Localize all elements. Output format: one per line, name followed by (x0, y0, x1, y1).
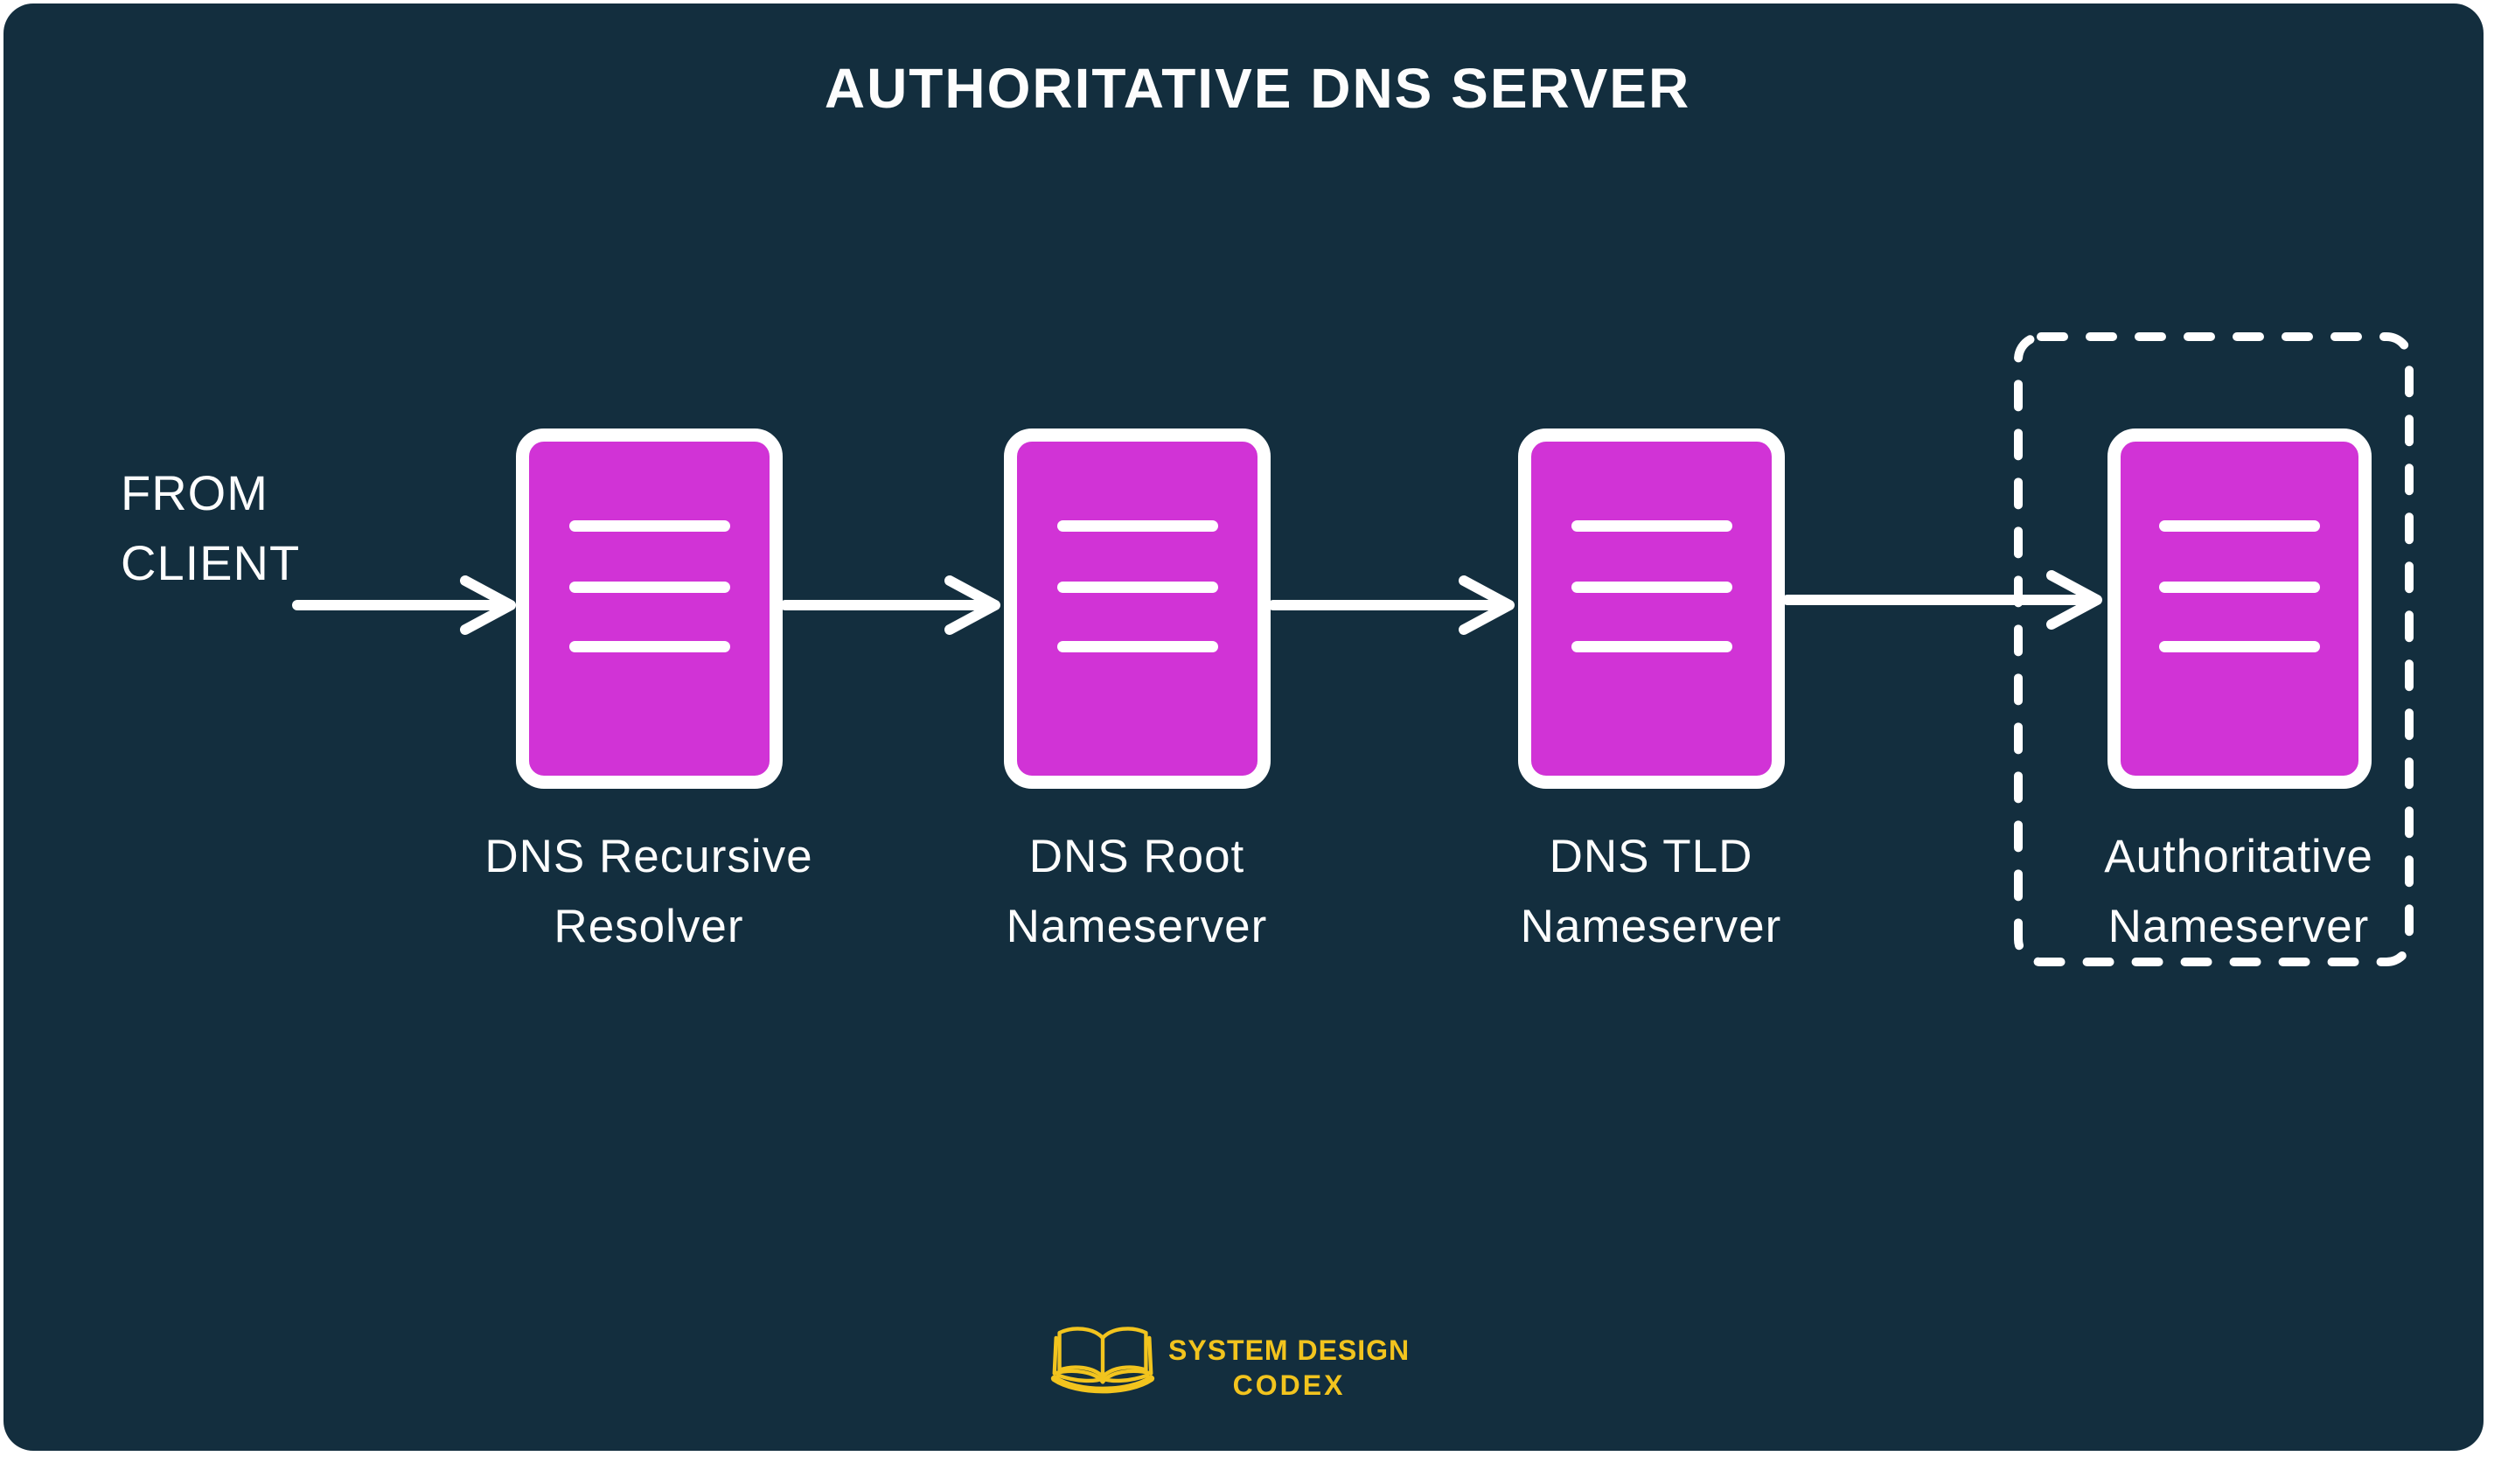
label-authoritative-nameserver: Authoritative Nameserver (2011, 822, 2466, 962)
diagram-title: AUTHORITATIVE DNS SERVER (824, 57, 1691, 120)
server-line-icon (2159, 582, 2320, 593)
label-line: Authoritative (2104, 831, 2373, 882)
server-line-icon (2159, 641, 2320, 652)
server-line-icon (1056, 520, 1218, 532)
server-line-icon (568, 520, 730, 532)
server-line-icon (2159, 520, 2320, 532)
node-dns-root-nameserver (1004, 428, 1271, 789)
server-line-icon (568, 582, 730, 593)
from-client-line2: CLIENT (121, 535, 301, 590)
label-line: Resolver (554, 901, 744, 952)
label-line: Nameserver (1520, 901, 1782, 952)
server-line-icon (1056, 641, 1218, 652)
logo-line2: CODEX (1232, 1369, 1346, 1401)
label-dns-root-nameserver: DNS Root Nameserver (909, 822, 1364, 962)
label-dns-tld-nameserver: DNS TLD Nameserver (1424, 822, 1878, 962)
server-line-icon (1571, 520, 1732, 532)
node-dns-tld-nameserver (1518, 428, 1785, 789)
from-client-label: FROM CLIENT (121, 458, 300, 598)
logo-text: SYSTEM DESIGN CODEX (1168, 1334, 1410, 1402)
label-line: Nameserver (1006, 901, 1268, 952)
label-line: DNS Recursive (484, 831, 813, 882)
server-line-icon (1571, 582, 1732, 593)
label-dns-recursive-resolver: DNS Recursive Resolver (421, 822, 876, 962)
node-dns-recursive-resolver (516, 428, 783, 789)
server-line-icon (1056, 582, 1218, 593)
system-design-codex-logo: SYSTEM DESIGN CODEX (1048, 1324, 1410, 1402)
open-book-icon (1050, 1327, 1155, 1394)
server-line-icon (1571, 641, 1732, 652)
label-line: DNS Root (1028, 831, 1245, 882)
server-line-icon (568, 641, 730, 652)
from-client-line1: FROM (121, 465, 268, 520)
label-line: Nameserver (2107, 901, 2370, 952)
label-line: DNS TLD (1549, 831, 1753, 882)
logo-line1: SYSTEM DESIGN (1168, 1334, 1411, 1366)
node-authoritative-nameserver (2107, 428, 2372, 789)
